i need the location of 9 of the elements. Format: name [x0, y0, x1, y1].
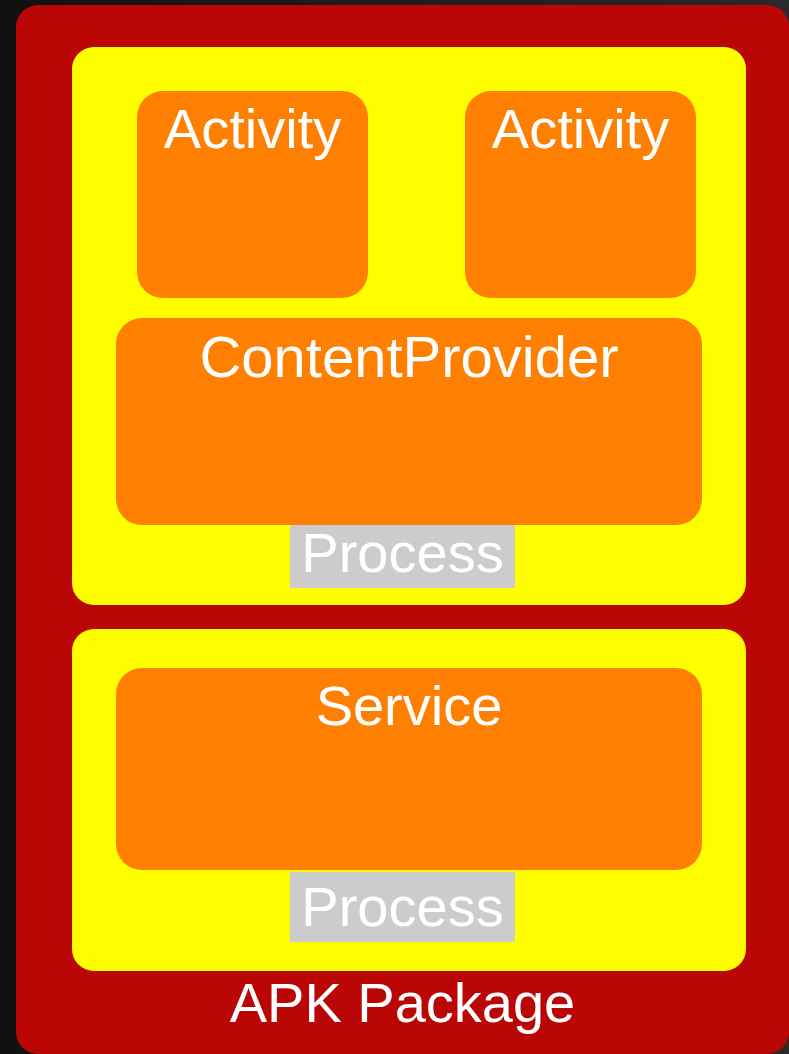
- component-box: [116, 668, 702, 870]
- component-label: ContentProvider: [198, 328, 620, 386]
- component-label: Service: [314, 678, 504, 734]
- component-box: [116, 318, 702, 525]
- component-box: [137, 91, 368, 298]
- process-container: [72, 47, 746, 605]
- component-box: [465, 91, 696, 298]
- process-container: [72, 629, 746, 971]
- package-container: [16, 5, 789, 1054]
